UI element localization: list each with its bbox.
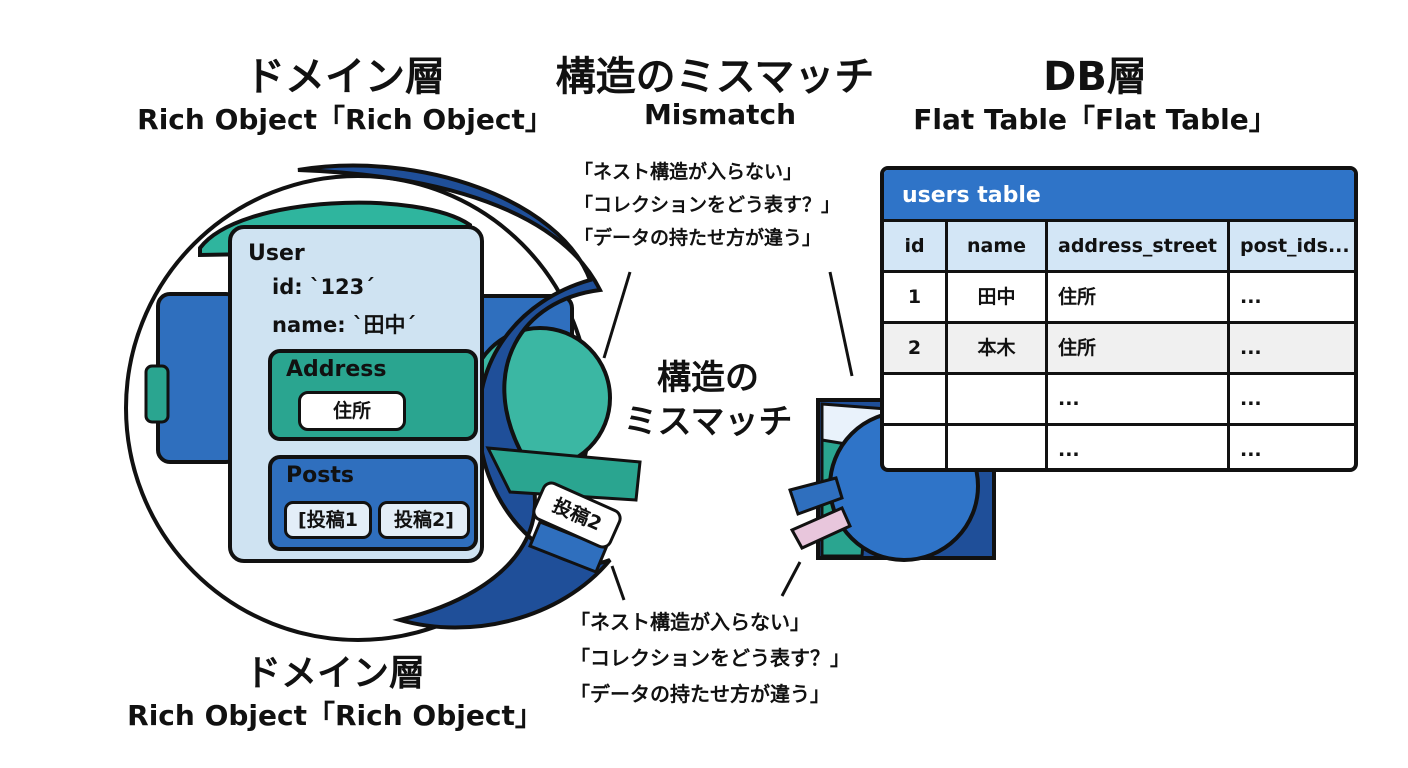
column-header: id [884,222,948,270]
pointer-line [828,271,854,377]
table-cell: 2 [884,324,948,372]
issue-item: 「ネスト構造が入らない」 [574,161,803,183]
table-caption: users table [884,170,1354,222]
table-cell: 1 [884,273,948,321]
table-cell: ... [1240,286,1262,308]
address-label: Address [286,357,387,382]
issue-item: 「コレクションをどう表す？」 [570,646,850,670]
teal-strap [485,446,642,502]
user-name-field: name: `田中´ [272,313,416,337]
table-row: 1 田中 住所 ... [884,273,1354,324]
pink-peg [789,506,852,550]
db-layer-subtitle: Flat Table「Flat Table」 [913,103,1277,136]
column-header: address_street [1048,222,1230,270]
table-cell: 住所 [1048,324,1230,372]
table-cell: ... [1048,375,1230,423]
pointer-line [610,565,626,601]
center-label-line: 構造の [657,358,759,398]
column-header: post_ids... [1230,222,1354,270]
table-cell: 田中 [948,273,1048,321]
domain-layer-subtitle: Rich Object「Rich Object」 [137,103,553,136]
table-cell: ... [1240,439,1262,461]
domain-layer-subtitle-bottom: Rich Object「Rich Object」 [127,699,543,732]
domain-layer-title-bottom: ドメイン層 [244,653,425,694]
center-mismatch-label: 構造の ミスマッチ [618,356,798,444]
table-cell [948,426,1048,468]
column-header: name [948,222,1048,270]
issue-item: 「データの持たせ方が違う」 [570,682,830,706]
blue-slab [156,292,240,464]
table-cell: ... [1048,426,1230,468]
user-label: User [248,241,305,266]
pointer-line [602,271,632,359]
issue-item: 「データの持たせ方が違う」 [574,227,822,249]
center-label-line: ミスマッチ [623,402,793,442]
domain-layer-title: ドメイン層 [245,54,445,100]
table-row: ... ... [884,375,1354,426]
table-cell: ... [1240,388,1262,410]
db-layer-title: DB層 [1043,54,1147,100]
posts-label: Posts [286,463,354,488]
mismatch-subtitle: Mismatch [643,98,797,131]
users-table: users table id name address_street post_… [880,166,1358,472]
table-cell [884,426,948,468]
table-row: 2 本木 住所 ... [884,324,1354,375]
user-id-field: id: `123´ [272,275,375,299]
table-cell [884,375,948,423]
address-value: 住所 [298,391,406,431]
table-cell: 本木 [948,324,1048,372]
table-cell: ... [1230,324,1354,372]
table-cell [948,375,1048,423]
issue-item: 「ネスト構造が入らない」 [570,610,810,634]
table-header-row: id name address_street post_ids... [884,222,1354,273]
teal-tab [144,364,170,424]
pointer-line [780,561,802,597]
user-object-card: User id: `123´ name: `田中´ Address 住所 Pos… [228,225,484,563]
blue-peg [788,476,844,516]
issue-list-bottom: 「ネスト構造が入らない」 「コレクションをどう表す？」 「データの持たせ方が違う… [570,606,850,714]
post-item: 投稿2] [378,501,470,539]
posts-collection: Posts [投稿1 投稿2] [268,455,478,551]
address-object: Address 住所 [268,349,478,441]
issue-item: 「コレクションをどう表す？」 [574,194,841,216]
table-row: ... ... [884,426,1354,468]
mismatch-title: 構造のミスマッチ [555,54,875,100]
table-cell: 住所 [1048,273,1230,321]
issue-list-top: 「ネスト構造が入らない」 「コレクションをどう表す？」 「データの持たせ方が違う… [574,157,840,256]
post-item: [投稿1 [284,501,372,539]
